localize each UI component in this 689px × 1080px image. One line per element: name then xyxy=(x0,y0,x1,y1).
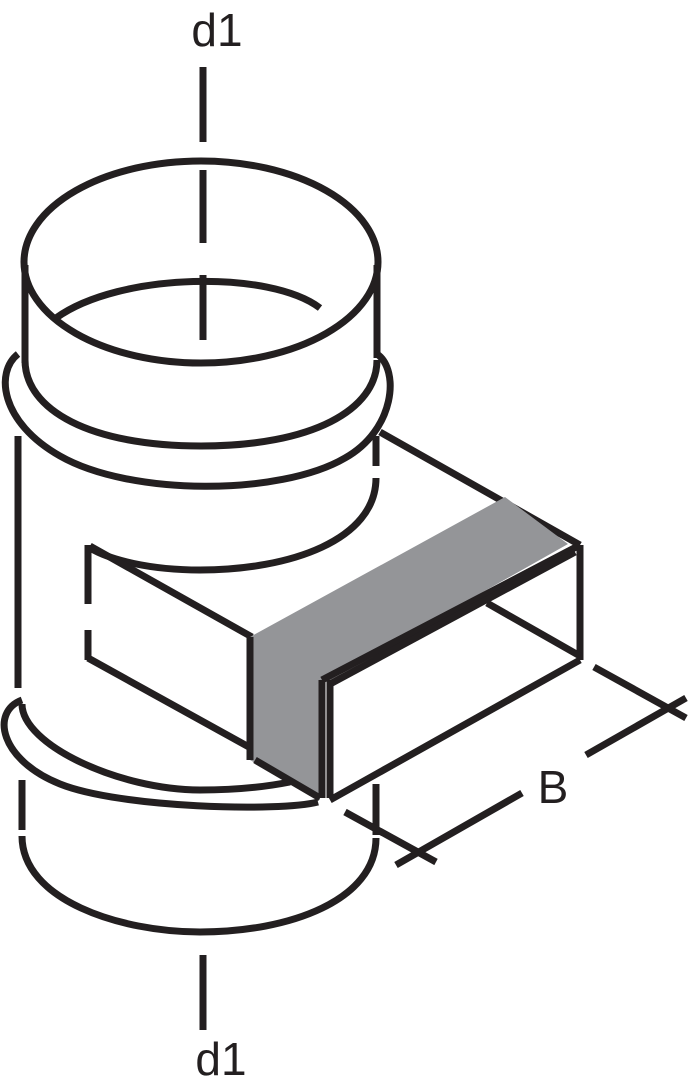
lower-bead xyxy=(0,696,319,811)
top-inner-rim xyxy=(53,277,323,321)
branch-width-label: B xyxy=(538,761,569,813)
branch-top-back-edge xyxy=(378,428,582,549)
width-dimension xyxy=(343,663,688,869)
lower-bead-inner xyxy=(18,703,291,794)
branch-opening xyxy=(84,545,260,756)
end-face-inner-bottom xyxy=(485,599,582,660)
end-face-bottom xyxy=(328,656,582,804)
width-extension-left xyxy=(343,808,438,866)
upper-bead-inner xyxy=(21,359,381,450)
end-face-top xyxy=(320,541,582,684)
width-extension-right xyxy=(592,663,688,722)
top-diameter-label: d1 xyxy=(191,4,242,56)
width-dimension-line-right xyxy=(584,694,688,759)
branch-cut-arc xyxy=(88,477,380,574)
upper-bead xyxy=(1,351,394,490)
bottom-diameter-label: d1 xyxy=(195,1033,246,1080)
connector-band xyxy=(250,497,568,800)
top-collar xyxy=(20,157,382,367)
branch-top-front-edge xyxy=(88,542,254,641)
upper-bead-outer xyxy=(1,351,394,490)
end-face-inner-top xyxy=(328,548,577,688)
width-dimension-line-left xyxy=(394,789,524,869)
top-rim xyxy=(20,157,382,367)
bottom-rim xyxy=(18,835,380,936)
lower-bead-outer xyxy=(0,696,319,811)
rectangular-branch xyxy=(88,428,584,804)
